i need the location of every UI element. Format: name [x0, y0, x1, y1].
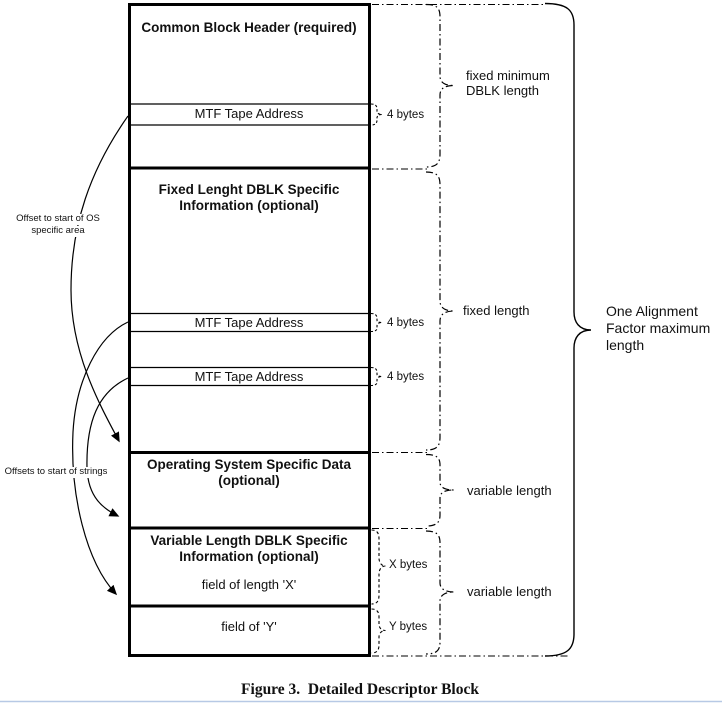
label-y-bytes: Y bytes: [389, 621, 428, 633]
label-alignment-line1: One Alignment: [606, 303, 698, 319]
label-alignment-line2: Factor maximum: [606, 320, 711, 336]
label-offsets-strings: Offsets to start of strings: [3, 466, 109, 478]
label-4-bytes-3: 4 bytes: [387, 371, 425, 383]
label-4-bytes-1: 4 bytes: [387, 109, 425, 121]
section-os-data-line2: (optional): [218, 473, 280, 488]
brace-connector-lines: [372, 3, 568, 657]
row-field-of-y: field of 'Y': [221, 619, 277, 634]
section-common-block-header: Common Block Header (required): [141, 20, 357, 35]
label-offset-os-line1: Offset to start of OS: [15, 213, 101, 225]
label-variable-length-2: variable length: [467, 584, 552, 599]
row-mtf-tape-address-3: MTF Tape Address: [194, 369, 304, 384]
mtf-row-lines: [131, 103, 368, 387]
label-alignment-line3: length: [606, 337, 645, 353]
row-mtf-tape-address-2: MTF Tape Address: [194, 315, 304, 330]
brace-4-bytes-2: [370, 312, 383, 333]
arrow-offset-string-1: [72, 321, 129, 596]
brace-one-alignment-factor: [544, 2, 592, 657]
section-var-dblk-line1: Variable Length DBLK Specific: [150, 533, 348, 548]
figure-caption: Figure 3. Detailed Descriptor Block: [241, 681, 479, 698]
brace-y-bytes: [371, 608, 386, 654]
arrow-offset-to-os-area: [70, 115, 129, 443]
label-fixed-min-line2: DBLK length: [466, 83, 539, 98]
brace-variable-length-1: [425, 453, 455, 527]
label-variable-length-1: variable length: [467, 483, 552, 498]
section-os-data-line1: Operating System Specific Data: [146, 457, 352, 472]
brace-variable-length-2: [425, 530, 455, 655]
label-fixed-length: fixed length: [463, 303, 530, 318]
label-offset-os-line2: specific area: [30, 225, 86, 237]
brace-fixed-length: [425, 171, 455, 451]
brace-4-bytes-1: [370, 103, 383, 126]
section-var-dblk-line2: Information (optional): [179, 549, 319, 564]
section-fixed-dblk-line1: Fixed Lenght DBLK Specific: [158, 182, 340, 197]
section-fixed-dblk-line2: Information (optional): [179, 198, 319, 213]
brace-fixed-minimum-dblk-length: [425, 3, 455, 168]
row-field-of-length-x: field of length 'X': [201, 577, 297, 592]
descriptor-block-outline: [128, 3, 371, 657]
brace-x-bytes: [371, 529, 386, 605]
arrow-offset-string-2: [86, 377, 129, 517]
label-4-bytes-2: 4 bytes: [387, 317, 425, 329]
label-x-bytes: X bytes: [389, 559, 428, 571]
label-fixed-min-line1: fixed minimum: [466, 68, 550, 83]
row-mtf-tape-address-1: MTF Tape Address: [194, 106, 304, 121]
brace-4-bytes-3: [370, 366, 383, 387]
section-divider-lines: [129, 166, 370, 608]
